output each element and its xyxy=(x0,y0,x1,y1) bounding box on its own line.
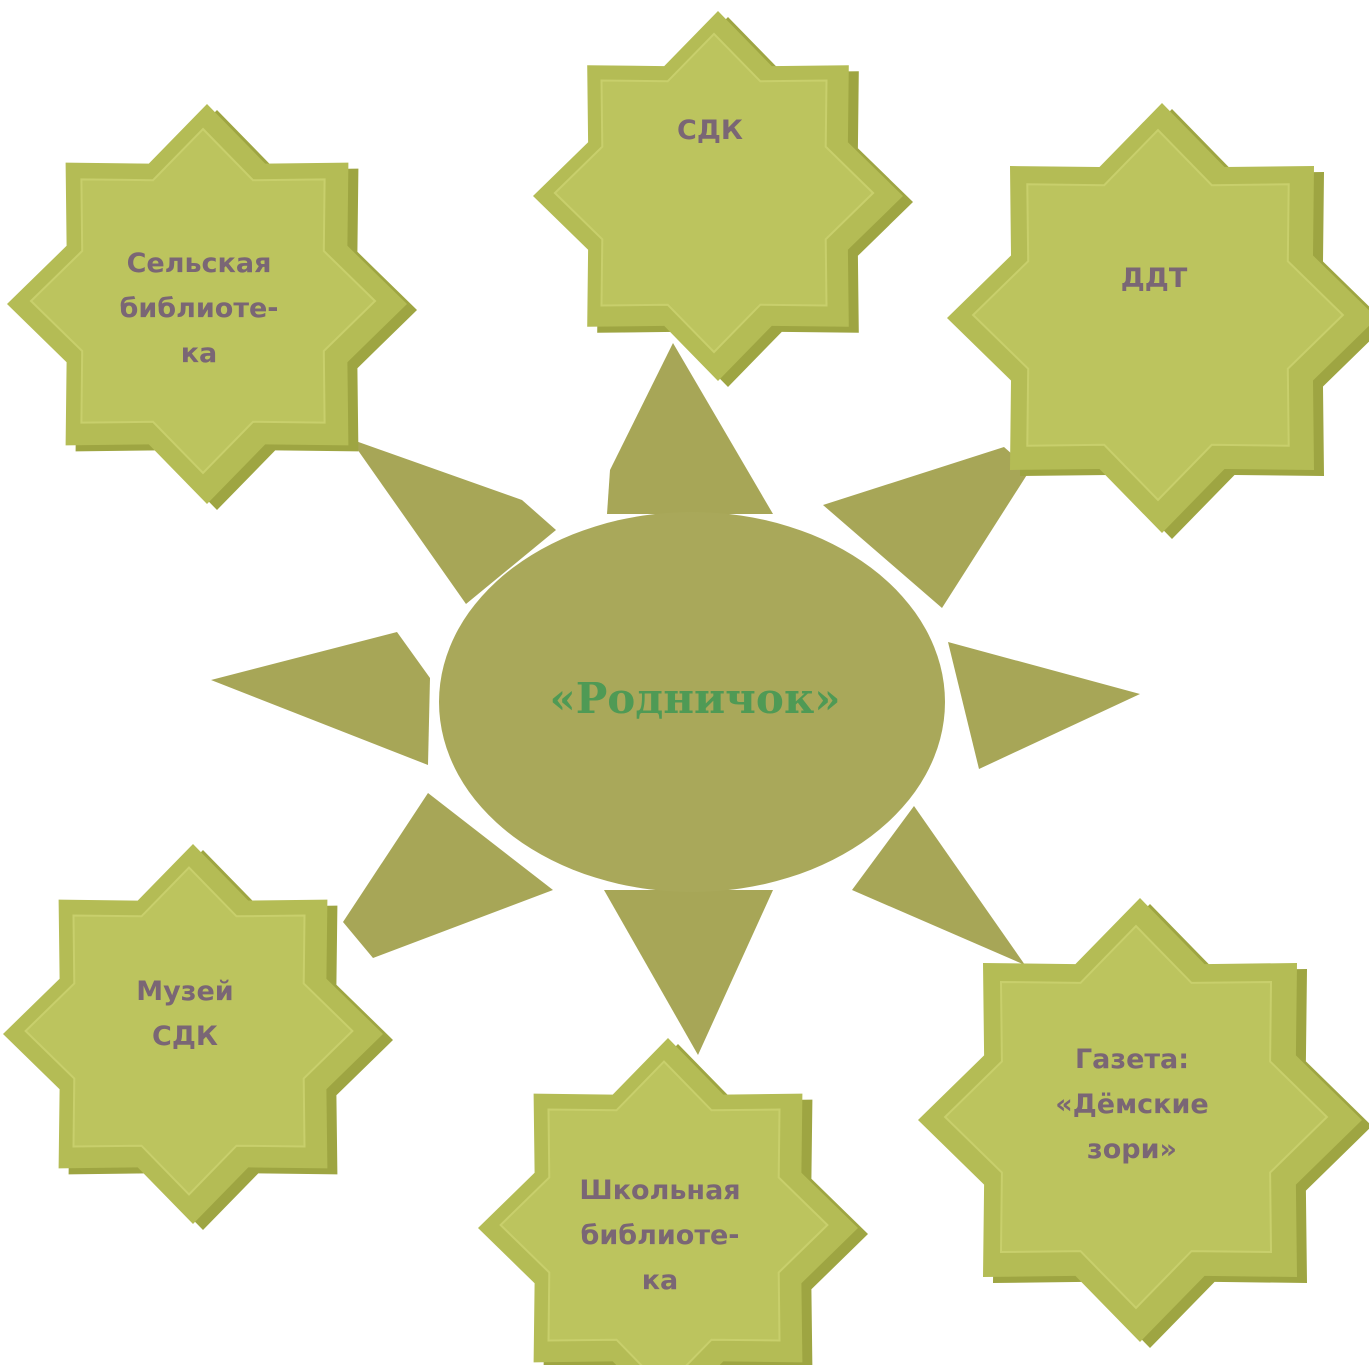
node-label-line: библиоте- xyxy=(119,293,278,324)
ray-top xyxy=(607,343,773,514)
ray-left xyxy=(211,632,430,765)
star-shape-face xyxy=(499,1060,829,1365)
star-shape-face xyxy=(553,32,875,354)
ray-bottom-right xyxy=(852,806,1025,965)
ray-top-right xyxy=(823,447,1030,608)
star-shape-face xyxy=(943,924,1329,1310)
star-shape-face xyxy=(29,127,377,475)
sun-rays xyxy=(211,343,1140,1055)
node-label-line: Школьная xyxy=(579,1175,740,1206)
node-label-line: библиоте- xyxy=(580,1220,739,1251)
ray-top-left xyxy=(350,439,556,604)
star-nodes: СДКДДТСельскаябиблиоте-каМузейСДКШкольна… xyxy=(3,11,1369,1365)
center-label: «Родничок» xyxy=(549,674,840,723)
node-label-line: зори» xyxy=(1087,1134,1177,1165)
ray-bottom xyxy=(604,890,773,1055)
star-node-village-library: Сельская библиоте-ка xyxy=(7,104,417,510)
star-node-ddt: ДДТ xyxy=(947,103,1369,539)
node-label-line: «Дёмские xyxy=(1055,1089,1208,1120)
star-shape-face xyxy=(971,128,1345,502)
star-node-school-library: Школьная библиоте-ка xyxy=(478,1038,868,1365)
sun-core xyxy=(439,512,945,892)
star-node-newspaper: Газета: «Дёмские зори» xyxy=(918,898,1369,1348)
node-label-line: ка xyxy=(642,1265,679,1296)
node-label-line: Сельская xyxy=(127,248,272,279)
node-label-line: СДК xyxy=(677,115,743,146)
node-label-line: ка xyxy=(181,338,218,369)
node-label-line: СДК xyxy=(152,1021,218,1052)
node-label-line: Музей xyxy=(136,976,233,1007)
node-label-line: ДДТ xyxy=(1121,263,1188,294)
ray-bottom-left xyxy=(343,793,553,958)
star-node-sdk: СДК xyxy=(533,11,913,387)
ray-right xyxy=(948,642,1140,769)
node-label-line: Газета: xyxy=(1075,1044,1189,1075)
star-shape-face xyxy=(24,866,354,1196)
